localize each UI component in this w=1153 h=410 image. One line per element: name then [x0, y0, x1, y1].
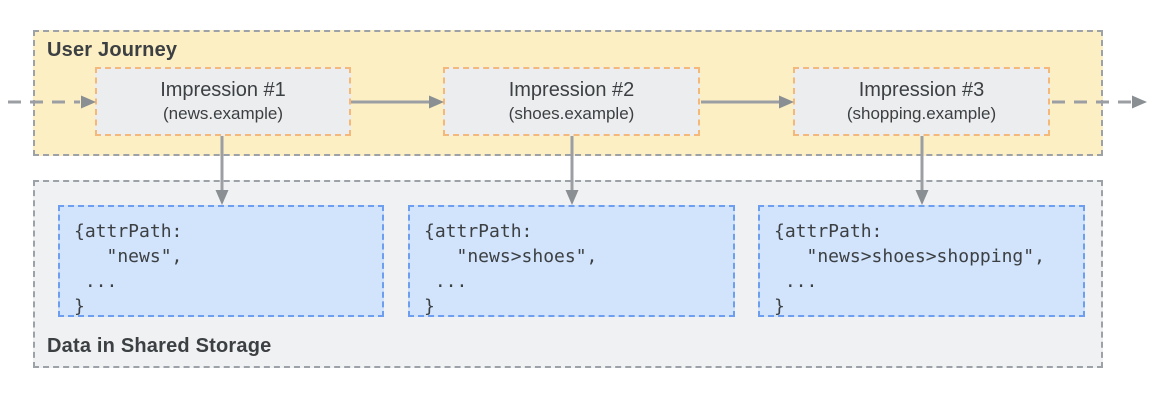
impression-2-subtitle: (shoes.example)	[508, 104, 635, 123]
storage-entry-2-code: {attrPath: "news>shoes", ... }	[424, 221, 598, 317]
impression-box-3: Impression #3 (shopping.example)	[793, 67, 1050, 136]
storage-entry-box-1: {attrPath: "news", ... }	[58, 205, 384, 317]
impression-box-2: Impression #2 (shoes.example)	[443, 67, 700, 136]
storage-entry-1-code: {attrPath: "news", ... }	[74, 221, 183, 317]
shared-storage-label: Data in Shared Storage	[47, 335, 272, 357]
impression-3-title: Impression #3	[858, 79, 985, 101]
user-journey-label: User Journey	[47, 39, 178, 61]
user-journey-region: User Journey Impression #1 (news.example…	[33, 30, 1103, 156]
storage-entry-3-code: {attrPath: "news>shoes>shopping", ... }	[774, 221, 1045, 317]
storage-entry-box-2: {attrPath: "news>shoes", ... }	[408, 205, 735, 317]
impression-1-title: Impression #1	[160, 79, 286, 101]
impression-box-1: Impression #1 (news.example)	[95, 67, 351, 136]
shared-storage-region: {attrPath: "news", ... } {attrPath: "new…	[33, 180, 1103, 368]
storage-entry-box-3: {attrPath: "news>shoes>shopping", ... }	[758, 205, 1085, 317]
impression-1-subtitle: (news.example)	[163, 104, 283, 123]
impression-2-title: Impression #2	[508, 79, 635, 101]
impression-3-subtitle: (shopping.example)	[846, 104, 997, 123]
